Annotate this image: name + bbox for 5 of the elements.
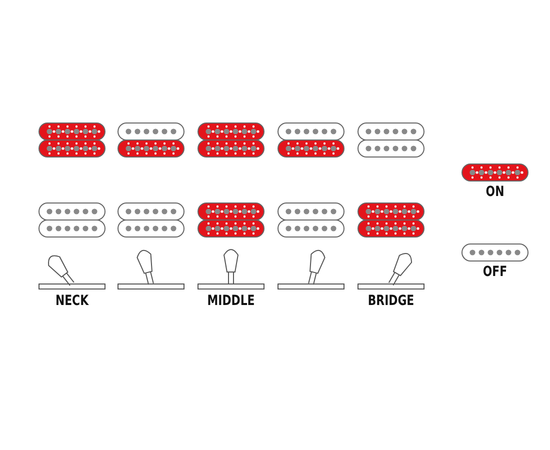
legend-label: ON [484,184,506,200]
position-label: MIDDLE [206,293,256,309]
legend-label: OFF [482,264,508,280]
position-label: NECK [54,293,90,309]
position-label: BRIDGE [366,293,416,309]
